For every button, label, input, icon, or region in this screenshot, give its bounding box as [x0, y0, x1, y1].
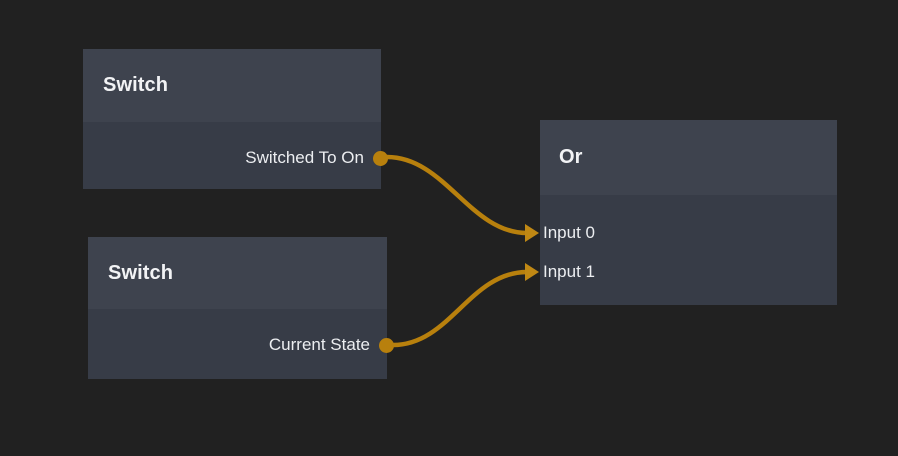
node-switch-2[interactable]: Switch Current State [88, 237, 394, 379]
connection-wire[interactable] [384, 154, 530, 236]
connection-wire[interactable] [390, 269, 530, 348]
input-pin-row[interactable]: Input 0 [525, 221, 595, 245]
output-pin-label: Current State [268, 335, 370, 354]
input-pin-arrow-icon[interactable] [525, 263, 539, 281]
input-pin-row[interactable]: Input 1 [525, 260, 595, 284]
output-pin-circle-icon[interactable] [379, 337, 394, 353]
node-title: Switch [108, 261, 174, 284]
node-title: Or [559, 146, 583, 168]
node-title: Switch [103, 74, 169, 96]
input-pin-label: Input 1 [543, 262, 595, 281]
node-body: Current State [88, 309, 394, 379]
node-switch-1[interactable]: Switch Switched To On [83, 49, 388, 189]
node-header[interactable]: Switch [83, 49, 381, 122]
output-pin-row[interactable]: Current State [268, 333, 394, 357]
input-pin-arrow-icon[interactable] [525, 224, 539, 242]
node-body: Switched To On [83, 122, 388, 189]
input-pin-label: Input 0 [543, 223, 595, 242]
output-pin-label: Switched To On [245, 148, 364, 167]
node-header[interactable]: Or [540, 120, 837, 195]
node-header[interactable]: Switch [88, 237, 387, 309]
node-or-1[interactable]: Or Input 0 Input 1 [525, 120, 837, 305]
node-body: Input 0 Input 1 [525, 195, 837, 305]
output-pin-circle-icon[interactable] [373, 150, 388, 166]
output-pin-row[interactable]: Switched To On [245, 146, 388, 170]
